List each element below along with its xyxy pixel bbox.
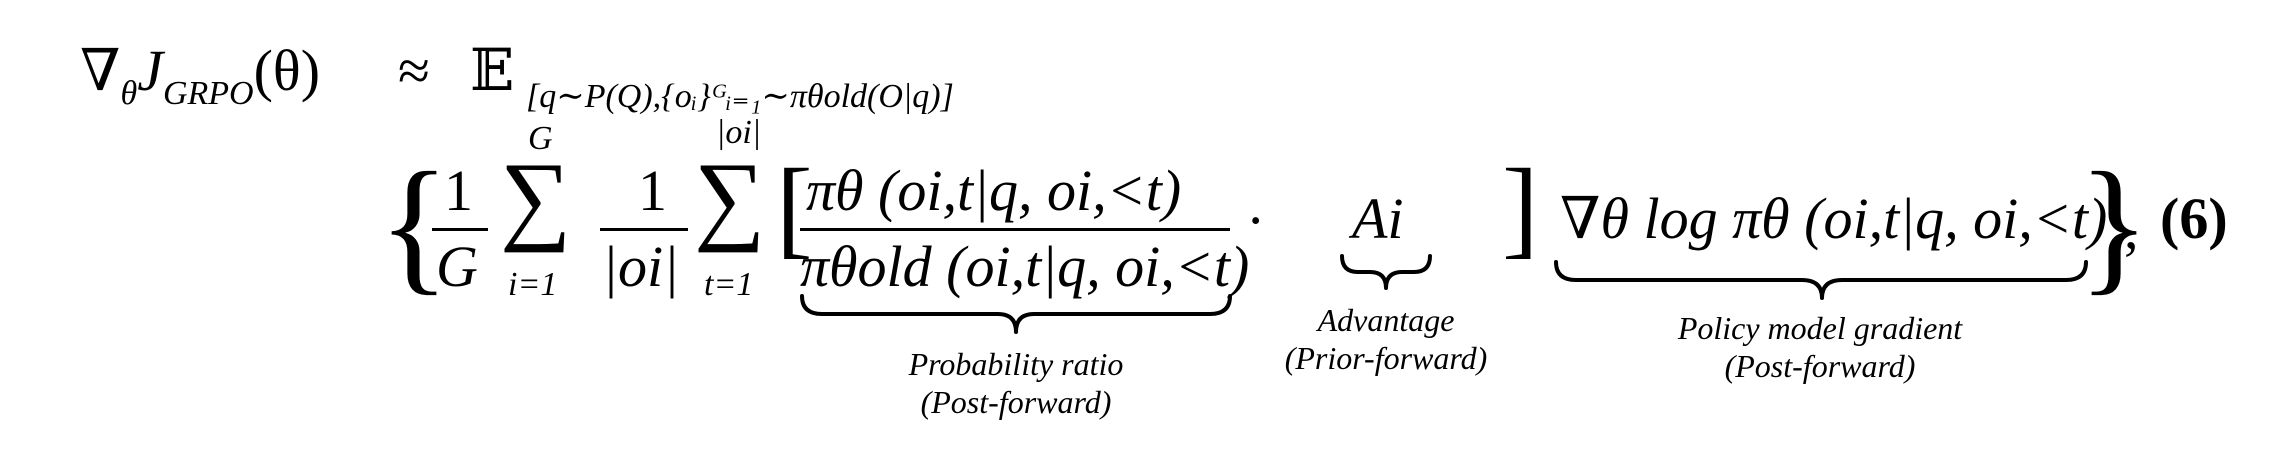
one-over-g-denominator: G: [436, 234, 478, 299]
policy-gradient-term: ∇θ log πθ (oi,t|q, oi,<t): [1560, 186, 2108, 251]
sum-t-lower: t=1: [704, 266, 754, 303]
policy-gradient-underbrace: [1554, 260, 2088, 300]
advantage-underbrace: [1340, 254, 1432, 290]
probability-ratio-label: Probability ratio (Post-forward): [908, 346, 1124, 420]
one-over-g-numerator: 1: [444, 158, 473, 223]
approx-sign: ≈: [398, 38, 430, 103]
one-over-oi-numerator: 1: [638, 158, 667, 223]
ratio-denominator: πθold (oi,t|q, oi,<t): [800, 234, 1250, 299]
equation-number: (6): [2160, 186, 2228, 251]
one-over-oi-denominator: |oi|: [602, 234, 680, 299]
right-curly-brace: }: [2078, 142, 2150, 308]
expectation-subscript: [q∼P(Q),{oᵢ}ᴳᵢ₌₁∼πθold(O|q)]: [526, 78, 954, 115]
sum-t-upper: |oi|: [716, 114, 762, 151]
one-over-g-fraction-bar: [432, 228, 488, 231]
advantage-term: Ai: [1352, 186, 1404, 251]
right-square-bracket: ]: [1502, 146, 1539, 268]
left-square-bracket: [: [776, 146, 813, 268]
advantage-label: Advantage (Prior-forward): [1284, 302, 1488, 376]
one-over-oi-fraction-bar: [600, 228, 688, 231]
sum-i-lower: i=1: [508, 266, 558, 303]
trailing-comma: ,: [2124, 196, 2139, 261]
probability-ratio-underbrace: [800, 294, 1232, 334]
lhs-gradient-objective: ∇θJGRPO(θ): [80, 38, 321, 112]
expectation-symbol: 𝔼: [470, 38, 515, 103]
sum-t-symbol: ∑: [694, 142, 766, 253]
sum-i-upper: G: [528, 120, 553, 157]
policy-gradient-label: Policy model gradient (Post-forward): [1677, 310, 1963, 384]
sum-i-symbol: ∑: [500, 142, 572, 253]
multiplication-dot: ·: [1246, 188, 1266, 253]
ratio-numerator: πθ (oi,t|q, oi,<t): [806, 158, 1182, 223]
left-curly-brace: {: [378, 142, 450, 308]
ratio-fraction-bar: [800, 228, 1230, 231]
